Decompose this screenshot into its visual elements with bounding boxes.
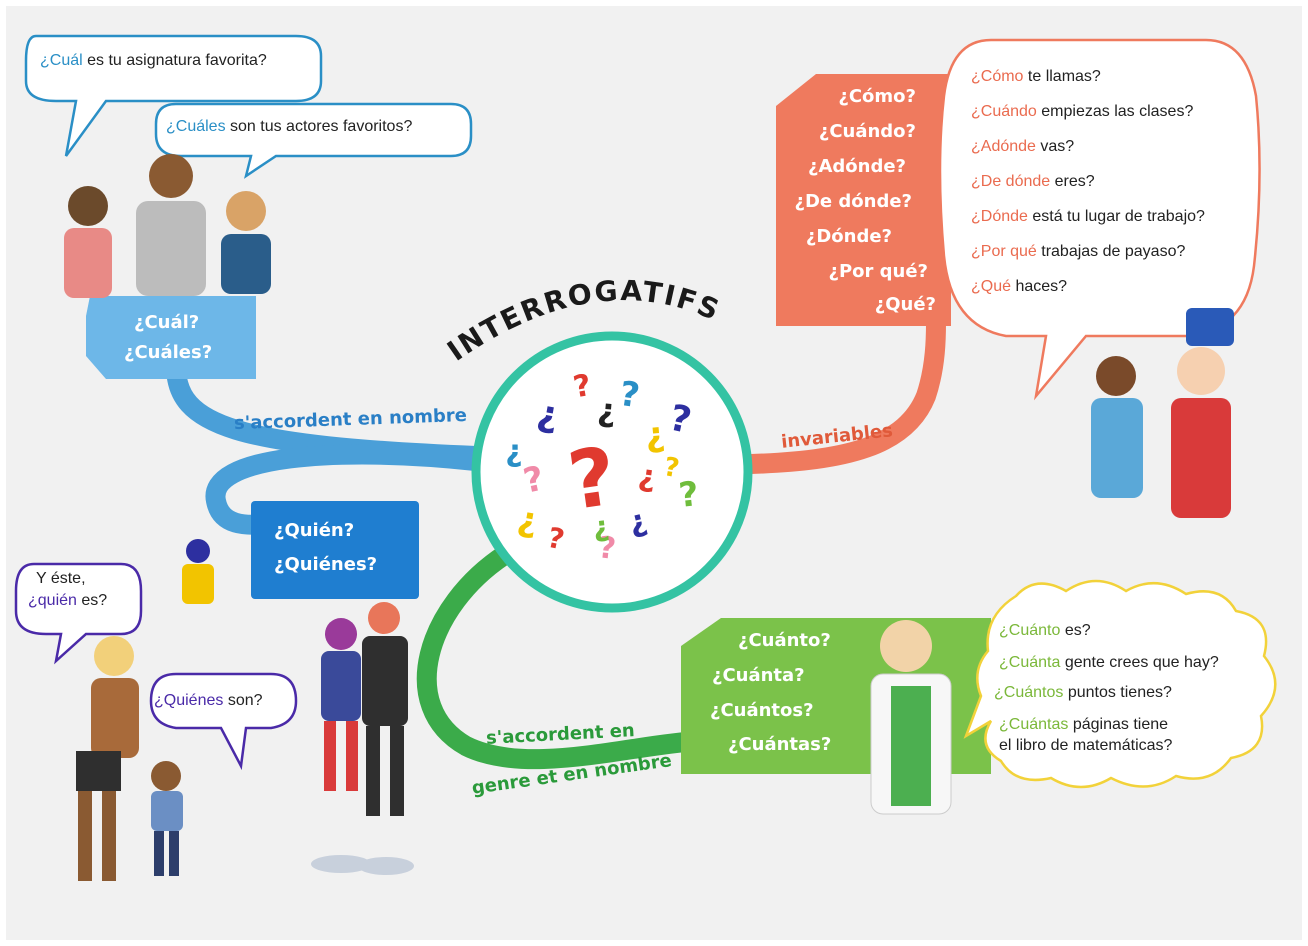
bubble-quien-line2: ¿quién es? [28, 592, 108, 609]
green-connector [416, 544, 706, 770]
question-mark-glyph: ¿ [625, 503, 650, 541]
bubble-green-line: ¿Cuánto es? [999, 622, 1091, 639]
bubble-orange-line: ¿De dónde eres? [971, 173, 1095, 190]
question-mark-glyph: ? [597, 530, 618, 567]
question-mark-glyph: ¿ [534, 393, 562, 437]
orange-word: ¿Cuándo? [818, 121, 916, 142]
green-word: ¿Cuántas? [728, 734, 832, 755]
mind-map: INTERROGATIFS ?¿?¿?¿?¿?¿?¿?¿?¿? s'accord… [6, 6, 1302, 940]
connector-layer [14, 34, 1277, 881]
bubble-green-line: ¿Cuánta gente crees que hay? [999, 654, 1219, 671]
bubble-green-line: ¿Cuántas páginas tiene [999, 716, 1169, 733]
bubble-cual [24, 34, 323, 157]
orange-word: ¿Qué? [874, 294, 936, 315]
question-mark-glyph: ? [661, 452, 681, 484]
box-quien-line1: ¿Quién? [274, 520, 355, 541]
question-mark-glyph: ¿ [505, 434, 522, 469]
bubble-orange [938, 38, 1261, 401]
box-cual [86, 296, 256, 379]
student-with-calculator [870, 620, 952, 815]
green-word: ¿Cuánto? [738, 630, 831, 651]
box-cual-line1: ¿Cuál? [134, 312, 200, 333]
box-cual-line2: ¿Cuáles? [124, 342, 213, 363]
bubble-orange-line: ¿Dónde está tu lugar de trabajo? [971, 208, 1205, 225]
bubble-green-line: el libro de matemáticas? [999, 737, 1173, 754]
people-group-top-left [64, 154, 271, 298]
question-marks-cluster: ?¿?¿?¿?¿?¿?¿?¿?¿? [505, 368, 700, 567]
orange-word: ¿De dónde? [794, 191, 912, 212]
bubble-orange-line: ¿Cómo te llamas? [971, 68, 1101, 85]
orange-word: ¿Adónde? [808, 156, 906, 177]
question-mark-glyph: ¿ [596, 390, 618, 429]
bubble-green [963, 579, 1277, 789]
orange-word: ¿Por qué? [828, 261, 929, 282]
bubble-quienes [149, 672, 298, 771]
bubble-cual-text: ¿Cuál es tu asignatura favorita? [40, 52, 267, 69]
question-mark-glyph: ? [571, 368, 594, 405]
question-mark-glyph: ? [520, 459, 548, 502]
superheroes [182, 539, 414, 875]
green-word: ¿Cuánta? [712, 665, 805, 686]
question-mark-glyph: ¿ [591, 509, 611, 544]
bubble-orange-line: ¿Adónde vas? [971, 138, 1075, 155]
bubble-orange-line: ¿Cuándo empiezas las clases? [971, 103, 1194, 120]
map-title: INTERROGATIFS [441, 274, 725, 368]
orange-connector [741, 312, 946, 474]
question-mark-glyph: ¿ [643, 414, 666, 456]
question-mark-glyph: ? [677, 474, 701, 516]
box-quien [251, 501, 419, 599]
bubble-orange-line: ¿Por qué trabajas de payaso? [971, 243, 1186, 260]
question-mark-glyph: ? [617, 374, 642, 416]
box-quien-line2: ¿Quiénes? [274, 554, 378, 575]
question-mark-glyph: ? [545, 521, 568, 557]
bubble-cuales [154, 102, 473, 179]
orange-word: ¿Cómo? [838, 86, 916, 107]
bubble-green-line: ¿Cuántos puntos tienes? [994, 684, 1172, 701]
bubble-orange-line: ¿Qué haces? [971, 278, 1068, 295]
title-layer: INTERROGATIFS ?¿?¿?¿?¿?¿?¿?¿?¿? [441, 274, 725, 567]
bubble-quienes-text: ¿Quiénes son? [154, 692, 263, 709]
blue-connector-lower [205, 444, 486, 535]
bubble-quien-line1: Y éste, [36, 570, 86, 587]
mother-and-child [76, 636, 183, 881]
center-circle [471, 331, 753, 613]
reporter-and-clown [1091, 308, 1234, 518]
box-orange [776, 74, 951, 326]
green-word: ¿Cuántos? [710, 700, 814, 721]
question-mark-glyph: ¿ [636, 458, 658, 495]
bubble-quien [14, 562, 143, 665]
question-mark-glyph: ? [666, 398, 695, 442]
orange-word: ¿Dónde? [805, 226, 892, 247]
question-mark-glyph: ¿ [515, 499, 541, 542]
bubble-cuales-text: ¿Cuáles son tus actores favoritos? [166, 118, 413, 135]
